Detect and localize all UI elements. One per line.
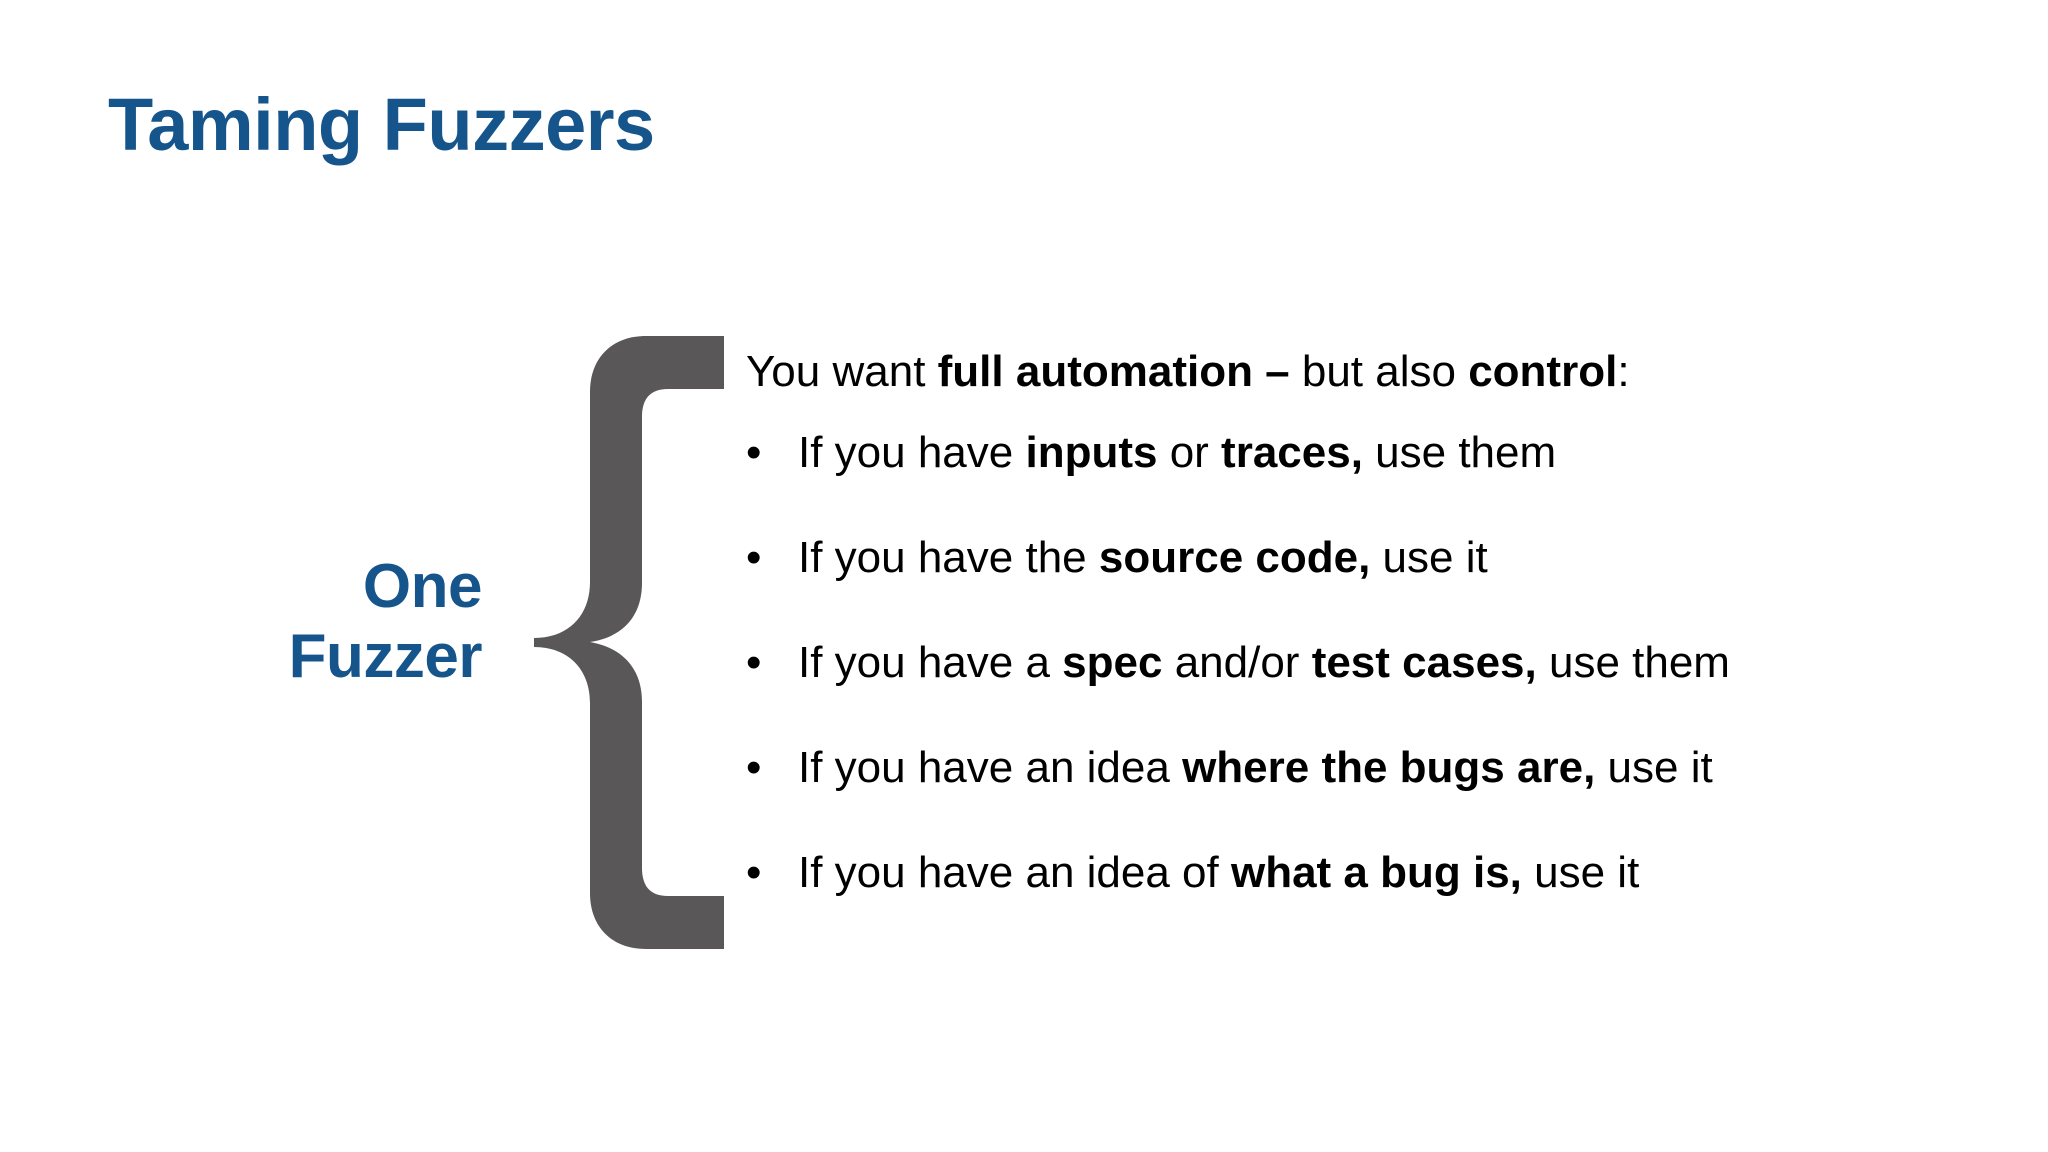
bullet-part: use them <box>1362 428 1557 478</box>
bullet-part-bold: where the bugs are, <box>1182 743 1596 793</box>
bullet-part-bold: inputs <box>1025 428 1158 478</box>
bullet-icon: • <box>746 848 762 898</box>
bullet-icon: • <box>746 533 762 583</box>
bullet-part: If you have <box>798 428 1026 478</box>
bullet-part: If you have the <box>798 533 1099 583</box>
list-item: • If you have an idea where the bugs are… <box>746 743 2016 849</box>
bullet-part: If you have an idea <box>798 743 1183 793</box>
list-item-text: If you have the source code, use it <box>798 534 1488 582</box>
list-item-text: If you have a spec and/or test cases, us… <box>798 639 1730 687</box>
list-item-text: If you have an idea where the bugs are, … <box>798 744 1713 792</box>
list-item: • If you have the source code, use it <box>746 533 2016 639</box>
list-item-text: If you have inputs or traces, use them <box>798 429 1556 477</box>
page-title: Taming Fuzzers <box>108 83 655 166</box>
bullet-part: If you have a <box>798 638 1063 688</box>
list-item-text: If you have an idea of what a bug is, us… <box>798 849 1639 897</box>
curly-brace-icon <box>528 330 728 955</box>
list-item: • If you have a spec and/or test cases, … <box>746 638 2016 744</box>
bullet-part: use it <box>1370 533 1488 583</box>
bullet-part: or <box>1157 428 1222 478</box>
list-item: • If you have inputs or traces, use them <box>746 428 2016 534</box>
bullet-part-bold: test cases, <box>1311 638 1537 688</box>
intro-part: : <box>1617 347 1630 396</box>
bullet-icon: • <box>746 638 762 688</box>
intro-part: You want <box>746 347 938 396</box>
bullet-part-bold: spec <box>1062 638 1163 688</box>
bullet-part: use them <box>1536 638 1730 688</box>
list-item: • If you have an idea of what a bug is, … <box>746 848 2016 954</box>
bullet-part: use it <box>1595 743 1713 793</box>
one-fuzzer-label: One Fuzzer <box>120 552 483 692</box>
intro-line: You want full automation – but also cont… <box>746 347 2016 396</box>
body-text-block: You want full automation – but also cont… <box>746 347 2016 954</box>
intro-part-bold: control <box>1468 347 1618 396</box>
bullet-part-bold: source code, <box>1098 533 1371 583</box>
intro-part: but also <box>1289 347 1469 396</box>
intro-part-bold: full automation – <box>937 347 1290 396</box>
bullet-icon: • <box>746 743 762 793</box>
bullet-part-bold: traces, <box>1221 428 1363 478</box>
one-fuzzer-label-line1: One <box>362 552 483 621</box>
bullet-part: and/or <box>1162 638 1312 688</box>
bullet-part: If you have an idea of <box>798 848 1231 898</box>
bullet-icon: • <box>746 428 762 478</box>
one-fuzzer-label-line2: Fuzzer <box>288 622 483 692</box>
bullet-part-bold: what a bug is, <box>1230 848 1522 898</box>
bullet-part: use it <box>1521 848 1640 898</box>
